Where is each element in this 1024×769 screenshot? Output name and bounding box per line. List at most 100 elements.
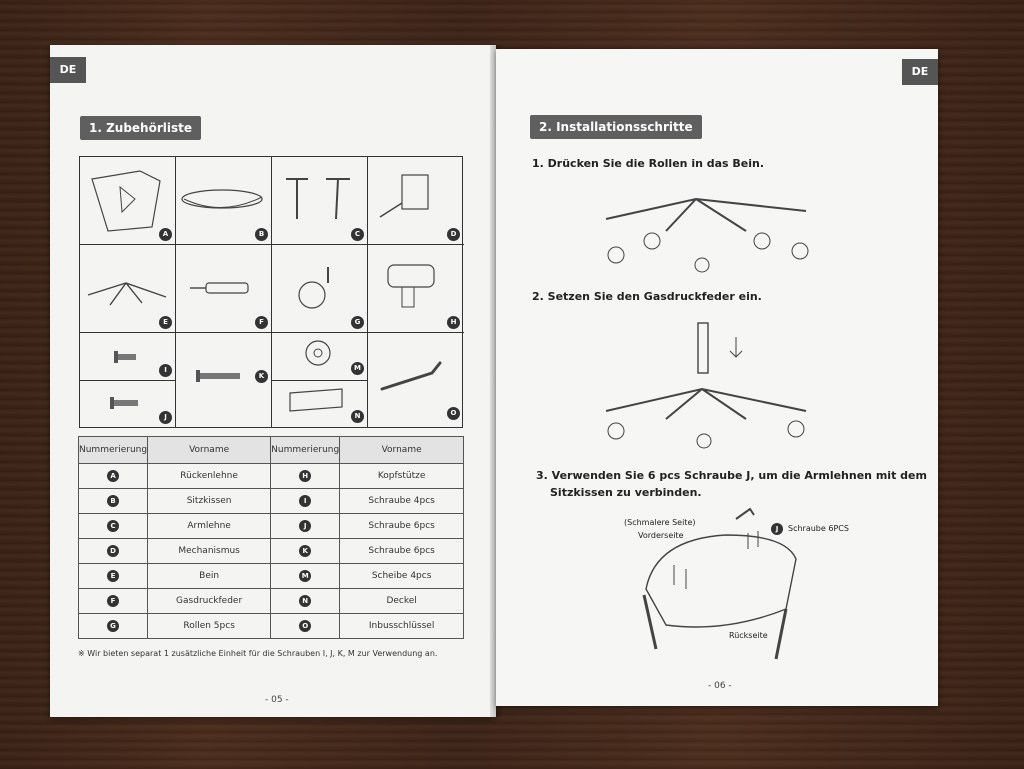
header-number-1: Nummerierung: [77, 436, 149, 464]
part-cell-k: K: [176, 333, 272, 427]
part-name-cell: Sitzkissen: [147, 488, 272, 514]
part-name-cell: Rollen 5pcs: [147, 613, 272, 639]
part-id-badge: O: [299, 620, 312, 632]
part-cell-d: D: [368, 157, 464, 245]
part-name-cell: Deckel: [339, 588, 464, 614]
parts-table: Nummerierung Vorname Nummerierung Vornam…: [77, 436, 464, 639]
part-name-cell: Armlehne: [147, 513, 272, 539]
parts-grid: A B C D E F G H: [79, 156, 464, 428]
step-3-text-line2: Sitzkissen zu verbinden.: [550, 486, 702, 499]
part-id-badge-cell: G: [77, 613, 149, 639]
manual-page-left: DE 1. Zubehörliste A B C D E F: [50, 45, 496, 717]
part-name-cell: Rückenlehne: [147, 463, 272, 489]
narrow-side-label: (Schmalere Seite): [624, 518, 696, 527]
part-name: Schraube 6pcs: [368, 546, 435, 556]
part-cell-m: M: [272, 333, 368, 381]
language-tag: DE: [902, 59, 938, 85]
part-id-badge-cell: N: [270, 588, 341, 614]
part-label-m: M: [351, 362, 364, 375]
part-name-cell: Gasdruckfeder: [147, 588, 272, 614]
part-id-badge-cell: K: [270, 538, 341, 564]
part-name: Mechanismus: [178, 546, 240, 556]
part-id-badge-cell: A: [77, 463, 149, 489]
part-name-cell: Schraube 4pcs: [339, 488, 464, 514]
part-label-g: G: [351, 316, 364, 329]
part-name-cell: Mechanismus: [147, 538, 272, 564]
part-name-cell: Kopfstütze: [339, 463, 464, 489]
header-name-2: Vorname: [339, 436, 464, 464]
section-title-installation: 2. Installationsschritte: [530, 115, 702, 139]
part-name: Sitzkissen: [186, 496, 232, 506]
part-label-f: F: [255, 316, 268, 329]
step-2-text: 2. Setzen Sie den Gasdruckfeder ein.: [532, 290, 762, 303]
part-name: Bein: [199, 571, 220, 581]
part-cell-g: G: [272, 245, 368, 333]
part-id-badge: B: [107, 495, 120, 507]
part-cell-e: E: [80, 245, 176, 333]
parts-table-row: E Bein M Scheibe 4pcs: [77, 563, 464, 589]
part-id-badge: C: [107, 520, 120, 532]
part-label-j: J: [159, 411, 172, 424]
part-id-badge-cell: I: [270, 488, 341, 514]
part-id-badge-cell: O: [270, 613, 341, 639]
part-name-cell: Schraube 6pcs: [339, 538, 464, 564]
screw-j-badge: J: [771, 523, 783, 535]
part-id-badge: K: [299, 545, 312, 557]
part-label-e: E: [159, 316, 172, 329]
part-id-badge-cell: M: [270, 563, 341, 589]
parts-table-header: Nummerierung Vorname Nummerierung Vornam…: [77, 436, 464, 464]
part-cell-f: F: [176, 245, 272, 333]
seat-cushion-illustration: [181, 189, 263, 209]
part-name: Inbusschlüssel: [368, 621, 435, 631]
armrest-illustration: [286, 178, 350, 220]
header-name-1: Vorname: [147, 436, 272, 464]
part-id-badge: E: [107, 570, 120, 582]
screw-k-illustration: [196, 370, 240, 382]
hex-key-illustration: [380, 361, 442, 391]
part-id-badge: M: [299, 570, 312, 582]
parts-table-row: F Gasdruckfeder N Deckel: [77, 588, 464, 614]
part-id-badge-cell: E: [77, 563, 149, 589]
headrest-illustration: [387, 264, 435, 308]
part-label-a: A: [159, 228, 172, 241]
caster-illustration: [298, 267, 329, 309]
part-cell-b: B: [176, 157, 272, 245]
part-name: Schraube 4pcs: [368, 496, 435, 506]
part-name: Armlehne: [187, 521, 231, 531]
part-id-badge: F: [107, 595, 120, 607]
screw-j-illustration: [110, 397, 138, 409]
language-tag: DE: [50, 57, 86, 83]
part-name: Rollen 5pcs: [183, 621, 235, 631]
back-side-label: Rückseite: [729, 631, 768, 640]
screw-count-label: Schraube 6PCS: [788, 524, 849, 533]
part-id-badge: N: [299, 595, 312, 607]
part-label-n: N: [351, 410, 364, 423]
washer-illustration: [305, 340, 331, 366]
gas-lift-illustration: [190, 282, 249, 294]
part-id-badge: G: [107, 620, 120, 632]
step-3-illustration: [642, 507, 797, 660]
part-cell-n: N: [272, 381, 368, 427]
part-name-cell: Schraube 6pcs: [339, 513, 464, 539]
cover-illustration: [289, 388, 343, 412]
part-label-d: D: [447, 228, 460, 241]
part-name-cell: Scheibe 4pcs: [339, 563, 464, 589]
part-label-k: K: [255, 370, 268, 383]
part-id-badge: I: [299, 495, 312, 507]
parts-table-row: G Rollen 5pcs O Inbusschlüssel: [77, 613, 464, 639]
part-cell-i: I: [80, 333, 176, 381]
part-id-badge: H: [299, 470, 312, 482]
part-cell-j: J: [80, 381, 176, 427]
header-number-2: Nummerierung: [270, 436, 341, 464]
part-name: Schraube 6pcs: [368, 521, 435, 531]
manual-page-right: DE 2. Installationsschritte 1. Drücken S…: [496, 49, 938, 706]
part-name-cell: Inbusschlüssel: [339, 613, 464, 639]
part-id-badge-cell: C: [77, 513, 149, 539]
step-2-illustration: [605, 322, 807, 449]
screw-i-illustration: [114, 351, 136, 363]
step-1-illustration: [605, 197, 809, 273]
part-id-badge-cell: D: [77, 538, 149, 564]
part-id-badge-cell: F: [77, 588, 149, 614]
